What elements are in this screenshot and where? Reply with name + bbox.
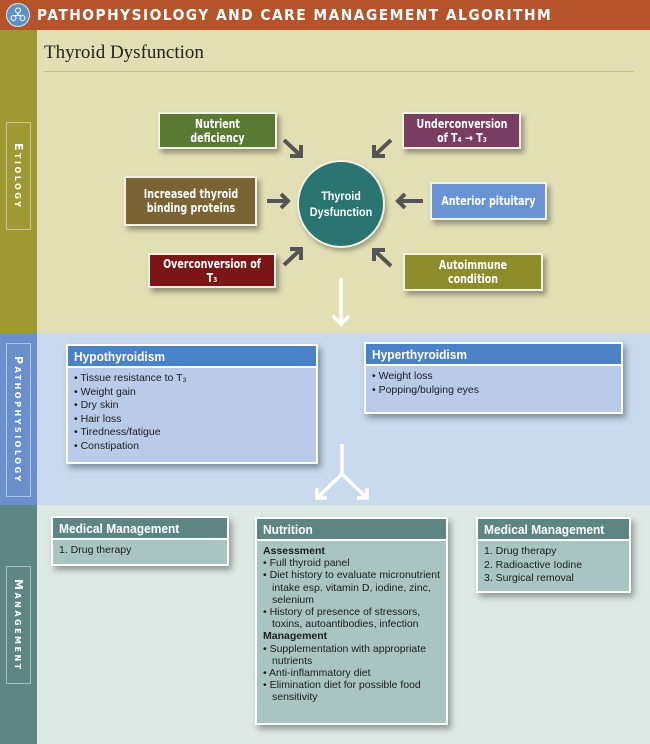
section-label-text: Etiology (12, 142, 25, 210)
cause-label: Autoimmune condition (438, 258, 508, 286)
section-label-management: Management (6, 566, 31, 684)
card-title: Medical Management (53, 518, 227, 540)
list-item: 2. Radioactive Iodine (484, 558, 583, 571)
list-item: Dry skin (74, 399, 310, 413)
network-nodes-icon (6, 3, 30, 27)
list-item: Weight gain (74, 386, 310, 400)
list-item: Diet history to evaluate micronutrient i… (263, 569, 440, 606)
section-label-etiology: Etiology (6, 122, 31, 230)
card-title-text: Nutrition (263, 522, 313, 537)
center-label: Thyroid Dysfunction (309, 189, 373, 219)
cause-label: Anterior pituitary (441, 194, 536, 208)
list-item: 1. Drug therapy (59, 544, 132, 556)
medical-management-hyper-card: Medical Management 1. Drug therapy 2. Ra… (476, 517, 631, 593)
sidebar-pathophysiology: Pathophysiology (0, 333, 37, 505)
assessment-heading: Assessment (263, 545, 325, 557)
card-title: Hyperthyroidism (366, 344, 621, 366)
card-title: Nutrition (257, 519, 446, 541)
list-item: Full thyroid panel (263, 557, 440, 569)
list-item: Hair loss (74, 413, 310, 427)
symptom-list: Tissue resistance to T₃ Weight gain Dry … (68, 368, 316, 457)
cause-label: Overconversion of T₃ (163, 256, 261, 285)
sidebar-management: Management (0, 505, 37, 744)
list-item: Elimination diet for possible food sensi… (263, 679, 440, 703)
nutrition-list: Assessment Full thyroid panel Diet histo… (257, 541, 446, 708)
list-item: History of presence of stressors, toxins… (263, 606, 440, 630)
treatment-list: 1. Drug therapy 2. Radioactive Iodine 3.… (478, 541, 629, 590)
list-item: 1. Drug therapy (484, 545, 557, 557)
cause-label: Increased thyroid binding proteins (143, 187, 238, 215)
list-item: 3. Surgical removal (484, 572, 574, 584)
card-title-text: Hyperthyroidism (372, 347, 468, 362)
cause-anterior-pituitary: Anterior pituitary (430, 182, 547, 220)
cause-overconversion-t3: Overconversion of T₃ (148, 253, 276, 288)
card-title-text: Medical Management (484, 522, 605, 537)
cause-increased-binding-proteins: Increased thyroid binding proteins (124, 176, 257, 226)
cause-label: Underconversion of T₄ → T₃ (416, 116, 507, 145)
header-title: PATHOPHYSIOLOGY AND CARE MANAGEMENT ALGO… (37, 6, 553, 24)
header-bar: PATHOPHYSIOLOGY AND CARE MANAGEMENT ALGO… (0, 0, 650, 30)
card-title-text: Medical Management (59, 521, 180, 536)
nutrition-card: Nutrition Assessment Full thyroid panel … (255, 517, 448, 725)
symptom-list: Weight loss Popping/bulging eyes (366, 366, 621, 401)
section-label-text: Pathophysiology (12, 356, 25, 484)
list-item: Popping/bulging eyes (372, 384, 615, 398)
hypothyroidism-card: Hypothyroidism Tissue resistance to T₃ W… (66, 344, 318, 464)
thyroid-dysfunction-node: Thyroid Dysfunction (297, 160, 385, 248)
medical-management-hypo-card: Medical Management 1. Drug therapy (51, 516, 229, 566)
list-item: Weight loss (372, 370, 615, 384)
card-title-text: Hypothyroidism (74, 349, 166, 364)
cause-nutrient-deficiency: Nutrient deficiency (158, 112, 277, 149)
cause-underconversion-t4-t3: Underconversion of T₄ → T₃ (402, 112, 521, 149)
cause-label: Nutrient deficiency (190, 116, 245, 145)
page-title: Thyroid Dysfunction (44, 42, 204, 63)
management-heading: Management (263, 630, 328, 643)
section-label-text: Management (12, 578, 25, 672)
sidebar-etiology: Etiology (0, 30, 37, 333)
treatment-list: 1. Drug therapy (53, 540, 227, 562)
section-label-pathophysiology: Pathophysiology (6, 343, 31, 497)
card-title: Medical Management (478, 519, 629, 541)
list-item: Tissue resistance to T₃ (74, 372, 310, 386)
list-item: Anti-inflammatory diet (263, 667, 440, 679)
list-item: Tiredness/fatigue (74, 426, 310, 440)
hyperthyroidism-card: Hyperthyroidism Weight loss Popping/bulg… (364, 342, 623, 414)
list-item: Supplementation with appropriate nutrien… (263, 643, 440, 667)
cause-autoimmune-condition: Autoimmune condition (403, 253, 543, 291)
card-title: Hypothyroidism (68, 346, 316, 368)
list-item: Constipation (74, 440, 310, 454)
title-divider (44, 71, 634, 72)
